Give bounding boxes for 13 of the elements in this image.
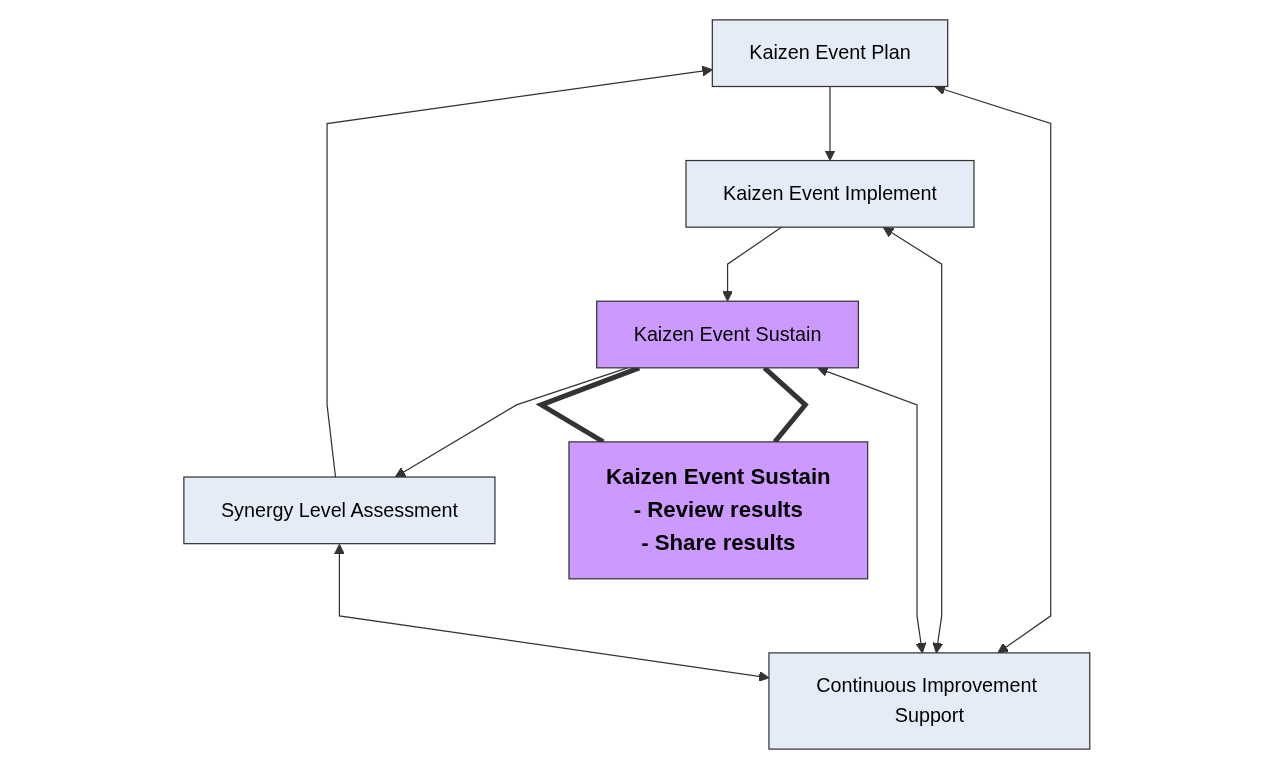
arrow <box>334 543 770 682</box>
node-box: Kaizen Event Implement <box>685 159 975 228</box>
node-box: Synergy Level Assessment <box>183 476 496 545</box>
arrow <box>722 226 783 302</box>
arrow <box>395 367 629 478</box>
arrow <box>817 366 927 654</box>
arrow <box>883 226 944 654</box>
arrow <box>326 65 713 478</box>
node-box: Kaizen Event Sustain <box>596 300 860 369</box>
arrow <box>824 85 836 162</box>
node-box: Kaizen Event Sustain - Review results - Share results <box>568 441 869 580</box>
node-box: Continuous Improvement Support <box>768 652 1091 750</box>
node-box: Kaizen Event Plan <box>711 19 949 88</box>
